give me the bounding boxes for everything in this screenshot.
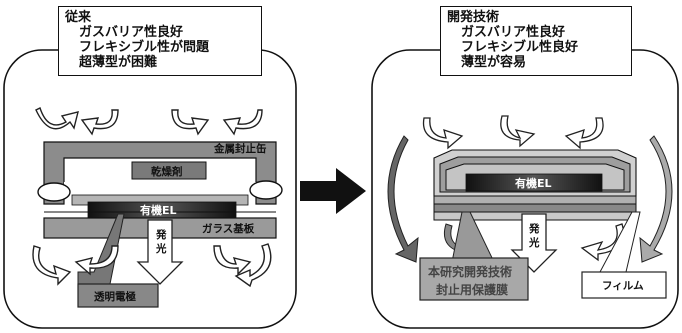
right-permeation-arrow-top-right — [564, 117, 604, 150]
left-organic-el-label: 有機EL — [140, 203, 177, 217]
right-organic-el-label: 有機EL — [515, 176, 552, 190]
left-callout-line-3: 超薄型が困難 — [79, 55, 158, 70]
left-permeation-arrow-bottom-right-a — [213, 245, 252, 276]
left-permeation-arrow-bottom-right-b — [234, 243, 272, 288]
left-callout-heading: 従来 — [65, 10, 92, 25]
right-callout: 開発技術 ガスバリア性良好 フレキシブル性良好 薄型が容易 — [440, 6, 632, 76]
left-permeation-arrow-top-center-left — [80, 109, 119, 136]
right-callout-line-2: フレキシブル性良好 — [461, 40, 579, 55]
left-callout-line-1: ガスバリア性良好 — [79, 25, 184, 40]
left-permeation-arrow-top-right — [222, 109, 263, 136]
right-callout-line-1: ガスバリア性良好 — [461, 25, 566, 40]
transition-arrow — [300, 168, 366, 214]
left-emission-label-1: 発 — [155, 228, 167, 241]
right-permeation-arrow-top-center — [500, 115, 536, 148]
left-callout-line-2: フレキシブル性が問題 — [79, 40, 210, 55]
film-label: フィルム — [602, 280, 644, 292]
film-box — [581, 271, 667, 299]
desiccant-block — [131, 161, 207, 180]
protective-film-label-1: 本研究開発技術 — [428, 264, 512, 279]
metal-sealing-can — [43, 141, 277, 205]
protective-film-label-2: 封止用保護膜 — [436, 282, 508, 297]
glass-substrate-label: ガラス基板 — [202, 222, 255, 235]
right-organic-el-layer — [465, 173, 603, 192]
left-permeation-arrow-bottom-left — [32, 245, 72, 286]
right-emission-label-1: 発 — [528, 222, 540, 235]
transparent-electrode-label: 透明電極 — [94, 290, 136, 303]
left-permeation-arrow-top-left — [35, 107, 79, 130]
right-emission-label-2: 光 — [528, 236, 540, 249]
left-callout: 従来 ガスバリア性良好 フレキシブル性が問題 超薄型が困難 — [58, 6, 262, 76]
left-sealant-oval — [37, 182, 71, 202]
right-permeation-arrow-left — [387, 135, 419, 263]
right-callout-heading: 開発技術 — [447, 10, 500, 25]
desiccant-label: 乾燥剤 — [151, 165, 183, 178]
can-inner-gap — [64, 182, 256, 190]
left-permeation-arrow-bottom-center — [74, 245, 119, 276]
right-sealant-oval — [249, 180, 283, 200]
film-substrate-layer-2 — [433, 203, 637, 213]
metal-sealing-can-label: 金属封止缶 — [213, 142, 267, 155]
right-permeation-arrow-right — [639, 135, 673, 263]
right-permeation-arrow-top-left — [422, 117, 464, 150]
film-substrate-layer-1 — [433, 195, 637, 205]
right-callout-line-3: 薄型が容易 — [461, 55, 527, 70]
film-pointer — [599, 211, 641, 273]
left-emission-label-2: 光 — [155, 242, 167, 255]
left-emission-arrow — [136, 219, 184, 285]
left-permeation-arrow-top-center-right — [171, 109, 210, 136]
transparent-electrode-box — [77, 283, 159, 308]
protective-film-box — [419, 257, 529, 301]
